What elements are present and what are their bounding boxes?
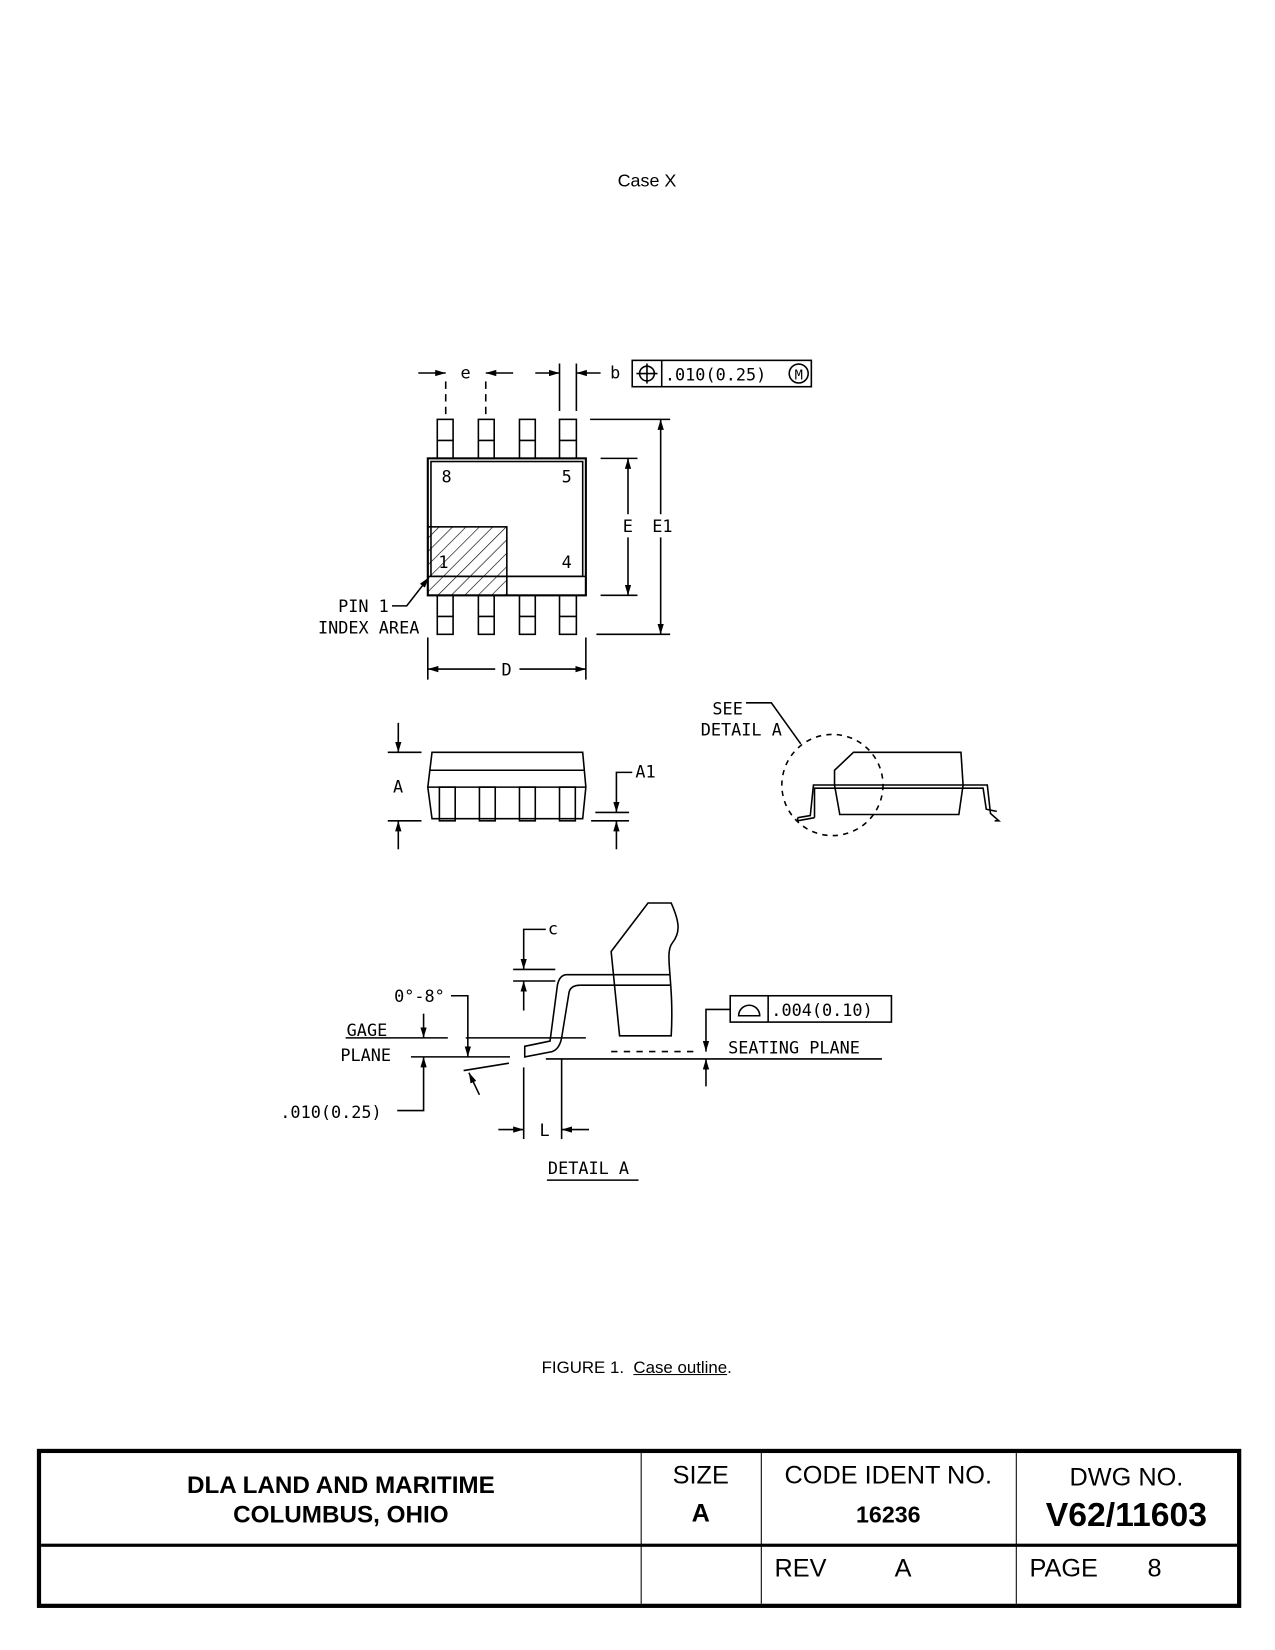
rev-label: REV xyxy=(774,1554,827,1583)
top-view xyxy=(391,359,813,680)
figure-caption-prefix: FIGURE 1. xyxy=(541,1359,634,1378)
dwg-no-value: V62/11603 xyxy=(1045,1495,1208,1534)
gage-offset-label: .010(0.25) xyxy=(280,1102,381,1122)
detail-a xyxy=(345,902,893,1181)
seating-plane-label: SEATING PLANE xyxy=(728,1038,860,1058)
organization: DLA LAND AND MARITIME COLUMBUS, OHIO xyxy=(41,1470,641,1529)
size-value: A xyxy=(691,1499,710,1528)
see-detail-line2: DETAIL A xyxy=(701,719,782,739)
detail-a-title: DETAIL A xyxy=(548,1158,629,1178)
org-line1: DLA LAND AND MARITIME xyxy=(186,1470,495,1499)
figure-caption-suffix: . xyxy=(727,1359,732,1378)
position-tolerance-value: .010(0.25) xyxy=(665,364,766,384)
dim-A1-label: A1 xyxy=(635,762,655,782)
side-view xyxy=(387,722,633,850)
code-ident-label: CODE IDENT NO. xyxy=(784,1461,993,1490)
bottom-pins xyxy=(436,594,578,636)
pin-1-label: 1 xyxy=(438,552,448,572)
pin-8-label: 8 xyxy=(442,467,452,487)
size-label: SIZE xyxy=(672,1461,729,1490)
gage-plane-line2: PLANE xyxy=(340,1045,391,1065)
page-label: PAGE xyxy=(1029,1554,1098,1583)
top-pins xyxy=(436,418,578,460)
page-value: 8 xyxy=(1147,1554,1162,1583)
mmc-modifier: M xyxy=(795,367,803,383)
dim-E-label: E xyxy=(623,516,633,536)
dim-A-label: A xyxy=(393,776,403,796)
code-ident-value: 16236 xyxy=(856,1501,921,1528)
pin-5-label: 5 xyxy=(562,467,572,487)
figure-caption-title: Case outline xyxy=(633,1359,728,1378)
dim-e-label: e xyxy=(460,362,470,382)
gage-plane-line1: GAGE xyxy=(347,1020,388,1040)
flatness-tolerance-value: .004(0.10) xyxy=(771,1000,872,1020)
figure-caption: FIGURE 1. Case outline. xyxy=(542,1359,732,1378)
see-detail-line1: SEE xyxy=(712,698,742,718)
dim-E1-label: E1 xyxy=(652,516,672,536)
case-label: Case X xyxy=(617,170,677,191)
dwg-no-label: DWG NO. xyxy=(1069,1463,1184,1493)
dim-L-label: L xyxy=(539,1120,549,1140)
pin1-index-label-line2: INDEX AREA xyxy=(318,617,419,637)
pin-4-label: 4 xyxy=(562,552,572,572)
dim-b-label: b xyxy=(610,362,620,382)
dim-c-label: c xyxy=(548,919,558,939)
angle-label: 0°-8° xyxy=(394,986,445,1006)
rev-value: A xyxy=(894,1554,912,1583)
title-block: DLA LAND AND MARITIME COLUMBUS, OHIO SIZ… xyxy=(36,1448,1242,1608)
dim-D-label: D xyxy=(502,659,512,679)
org-line2: COLUMBUS, OHIO xyxy=(233,1500,449,1528)
end-view xyxy=(746,702,1002,837)
pin1-index-label-line1: PIN 1 xyxy=(338,596,389,616)
